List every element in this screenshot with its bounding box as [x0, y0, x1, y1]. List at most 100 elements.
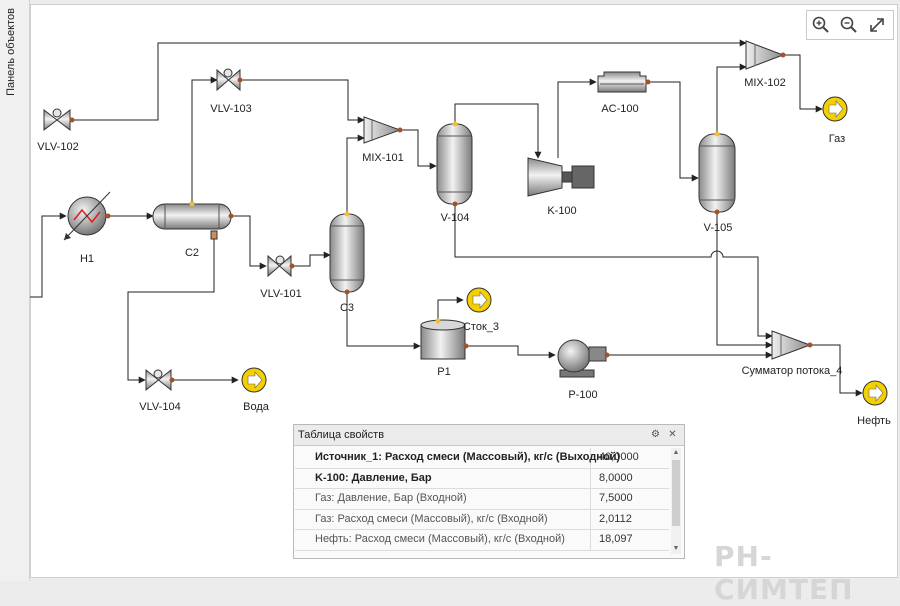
stream-feed-h1[interactable] — [30, 212, 67, 298]
properties-table-panel[interactable]: Таблица свойств ⚙ ✕ Источник_1: Расход с… — [293, 424, 685, 559]
table-row[interactable]: Газ: Давление, Бар (Входной) 7,5000 — [295, 489, 669, 510]
table-row[interactable]: Источник_1: Расход смеси (Массовый), кг/… — [295, 448, 669, 469]
stream-c3-mix101[interactable] — [346, 134, 365, 214]
label-water: Вода — [243, 401, 270, 413]
label-ac100: AC-100 — [601, 103, 638, 115]
compressor-k100[interactable] — [527, 157, 595, 197]
stream-p1-stock3[interactable] — [437, 296, 464, 320]
stream-ac100-v105[interactable] — [648, 81, 699, 182]
zoom-toolbar — [806, 10, 894, 40]
port[interactable] — [210, 230, 218, 240]
valve-vlv104[interactable] — [145, 368, 175, 392]
stream-vlv102-mix102[interactable] — [72, 39, 747, 121]
port[interactable] — [189, 201, 195, 207]
stream-vlv101-c3[interactable] — [292, 251, 331, 267]
valve-vlv102[interactable] — [43, 108, 75, 132]
property-name: Газ: Давление, Бар (Входной) — [295, 489, 591, 509]
mixer-mix101[interactable] — [363, 116, 403, 144]
sink-gas[interactable] — [822, 96, 848, 122]
table-row[interactable]: Нефть: Расход смеси (Массовый), кг/с (Вх… — [295, 530, 669, 551]
label-mix101: MIX-101 — [362, 152, 404, 164]
label-vlv103: VLV-103 — [210, 103, 251, 115]
port[interactable] — [289, 263, 295, 269]
tank-p1[interactable] — [420, 318, 469, 360]
scroll-up-icon[interactable]: ▲ — [672, 449, 680, 456]
sink-oil[interactable] — [862, 380, 888, 406]
settings-icon[interactable]: ⚙ — [651, 429, 660, 440]
stream-v105-summator[interactable] — [716, 212, 773, 349]
port[interactable] — [714, 209, 720, 215]
port[interactable] — [463, 343, 469, 349]
scroll-down-icon[interactable]: ▼ — [672, 545, 680, 552]
mixer-summator[interactable] — [771, 330, 813, 360]
pump-p100[interactable] — [557, 339, 610, 378]
port[interactable] — [645, 79, 651, 85]
port[interactable] — [714, 131, 720, 137]
label-oil: Нефть — [857, 415, 891, 427]
valve-vlv101[interactable] — [267, 254, 295, 278]
stream-vlv103-mix101[interactable] — [240, 79, 365, 124]
zoom-in-icon[interactable] — [810, 14, 832, 36]
close-icon[interactable]: ✕ — [668, 429, 677, 440]
property-value: 18,097 — [599, 533, 633, 545]
stream-c3-p1[interactable] — [346, 292, 421, 350]
stream-c2-vlv101[interactable] — [230, 215, 267, 270]
stream-v105-mix102[interactable] — [716, 63, 747, 134]
valve-vlv103[interactable] — [216, 68, 243, 92]
port[interactable] — [105, 213, 111, 219]
object-panel[interactable]: Панель объектов — [0, 0, 30, 581]
property-name: Газ: Расход смеси (Массовый), кг/с (Вход… — [295, 509, 591, 529]
label-stock3: Сток_3 — [463, 321, 499, 333]
properties-table-title: Таблица свойств — [298, 429, 385, 441]
port[interactable] — [807, 342, 813, 348]
property-name: K-100: Давление, Бар — [295, 468, 591, 488]
stream-mix101-v104[interactable] — [400, 129, 437, 170]
mixer-mix102[interactable] — [745, 40, 786, 70]
stream-c2-vlv104[interactable] — [127, 238, 215, 384]
heater-h1[interactable] — [63, 191, 111, 241]
label-p100: P-100 — [568, 389, 597, 401]
port[interactable] — [435, 318, 441, 324]
sink-stock3[interactable] — [466, 287, 492, 313]
label-gas: Газ — [829, 133, 845, 145]
zoom-out-icon[interactable] — [838, 14, 860, 36]
vessel-v104[interactable] — [436, 121, 473, 207]
vessel-v105[interactable] — [698, 131, 736, 215]
stream-v104-k100[interactable] — [454, 103, 542, 159]
sink-water[interactable] — [241, 367, 267, 393]
label-mix102: MIX-102 — [744, 77, 786, 89]
property-value: 8,0000 — [599, 471, 633, 484]
properties-table-header: Таблица свойств ⚙ ✕ — [294, 425, 684, 446]
stream-k100-ac100[interactable] — [557, 78, 597, 158]
table-row[interactable]: K-100: Давление, Бар 8,0000 — [295, 468, 669, 489]
port[interactable] — [69, 117, 75, 123]
fullscreen-icon[interactable] — [866, 14, 888, 36]
port[interactable] — [452, 201, 458, 207]
stream-summator-oil[interactable] — [810, 344, 863, 397]
port[interactable] — [452, 121, 458, 127]
property-value: 2,0112 — [599, 512, 632, 525]
port[interactable] — [780, 52, 786, 58]
stream-c2-vlv103[interactable] — [191, 76, 218, 203]
table-row[interactable]: Газ: Расход смеси (Массовый), кг/с (Вход… — [295, 509, 669, 530]
labels: VLV-102 VLV-103 H1 C2 VLV-101 C3 MIX-101… — [37, 77, 891, 427]
port[interactable] — [237, 77, 243, 83]
port[interactable] — [169, 377, 175, 383]
scrollbar-thumb[interactable] — [672, 460, 680, 526]
port[interactable] — [344, 289, 350, 295]
cooler-ac100[interactable] — [597, 71, 651, 93]
vertical-scrollbar[interactable]: ▲ ▼ — [671, 448, 681, 554]
property-value: 40,0000 — [599, 451, 639, 463]
column-c3[interactable] — [329, 211, 365, 295]
stream-v104-summator[interactable] — [454, 204, 773, 340]
label-c2: C2 — [185, 247, 199, 259]
label-v104: V-104 — [441, 212, 470, 224]
label-summator: Сумматор потока_4 — [742, 365, 843, 377]
separator-c2[interactable] — [152, 201, 234, 240]
port[interactable] — [604, 352, 610, 358]
stream-mix102-gas[interactable] — [783, 54, 823, 113]
port[interactable] — [228, 213, 234, 219]
stream-p1-p100[interactable] — [466, 345, 556, 359]
port[interactable] — [397, 127, 403, 133]
port[interactable] — [344, 211, 350, 217]
